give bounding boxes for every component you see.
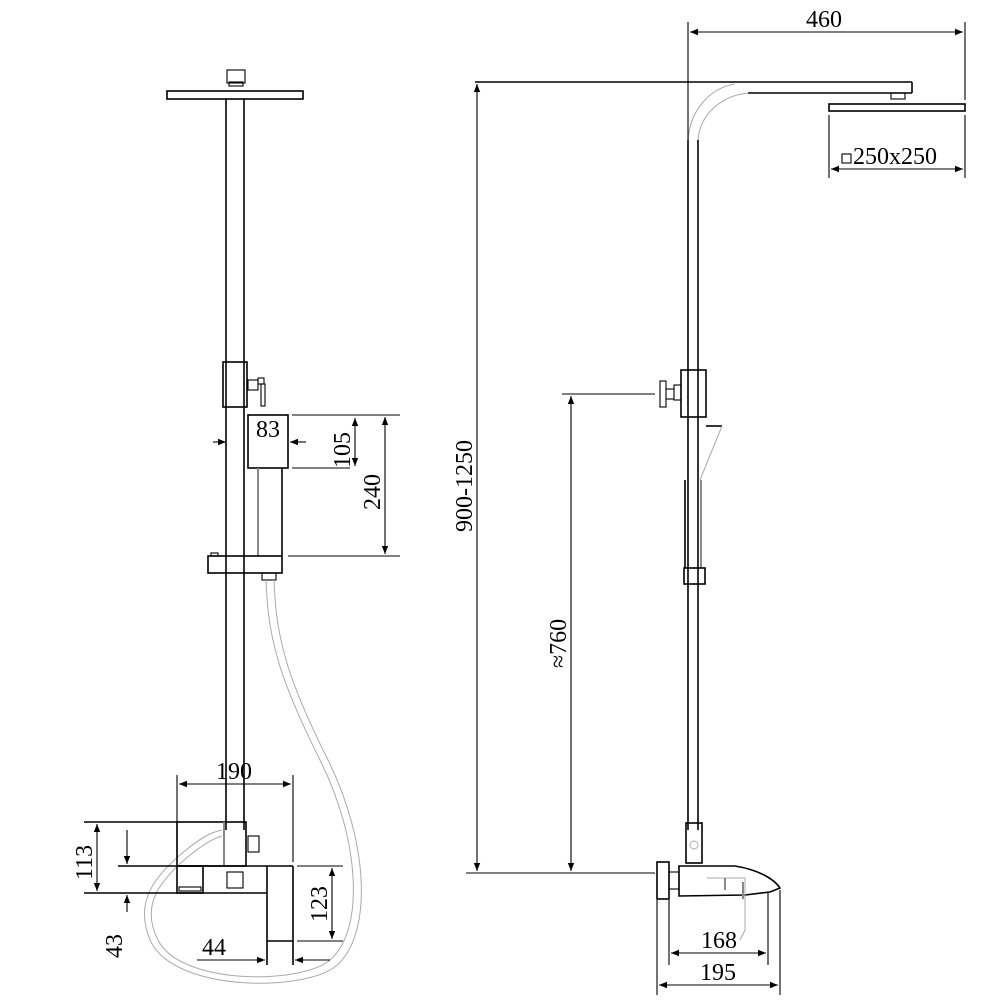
dim-slider-width: 83 [256, 417, 280, 443]
dim-handshower-height: ≈760 [546, 619, 572, 668]
hose-inner [143, 579, 362, 984]
dim-head-size: 250x250 [853, 144, 937, 170]
dim-arm-reach: 460 [806, 7, 842, 33]
dim-holder-distance: 240 [360, 474, 386, 510]
hose-outer [150, 579, 354, 978]
shower-head-front [166, 90, 304, 100]
side-spout [678, 865, 782, 897]
dim-spout-outer: 195 [700, 960, 736, 986]
dim-spout-inner: 168 [701, 928, 737, 954]
dim-total-height: 900-1250 [452, 440, 478, 532]
dim-mixer-height: 113 [72, 845, 98, 880]
front-view: 83 105 240 190 113 43 123 44 [72, 69, 400, 984]
dim-mixer-width: 190 [216, 759, 252, 785]
shower-head-side [828, 103, 966, 112]
square-symbol-icon [841, 153, 852, 164]
hand-shower-holder [247, 414, 289, 469]
dim-slider-height: 105 [330, 432, 356, 468]
dim-spout-height: 123 [307, 886, 333, 922]
mixer-handle [176, 865, 204, 894]
side-view: 460 250x250 900-1250 ≈760 168 195 [452, 7, 966, 995]
diverter-block [222, 361, 248, 408]
slide-bar-bracket [207, 555, 283, 574]
head-connector [226, 69, 246, 84]
dim-spout-width: 44 [202, 935, 226, 961]
mixer-upper [176, 821, 247, 867]
dim-mixer-offset: 43 [102, 934, 128, 958]
